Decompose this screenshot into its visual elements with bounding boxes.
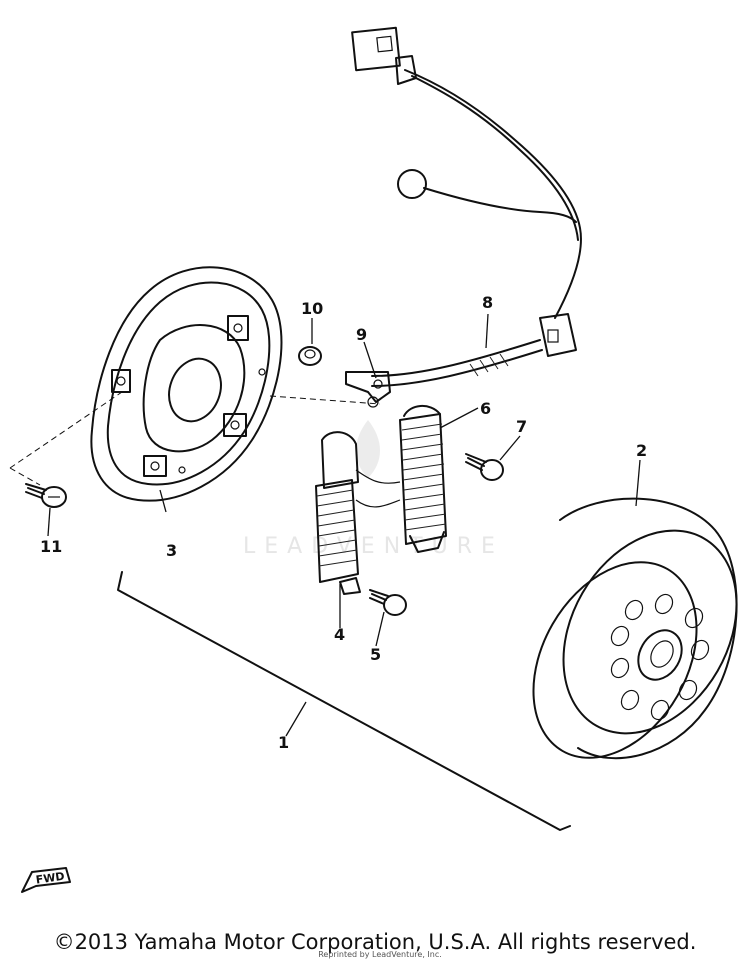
callout-7: 7 [516,417,527,436]
reprint-note: Reprinted by LeadVenture, Inc. [318,950,442,959]
callout-11: 11 [40,537,62,556]
rotor-holes [610,593,710,721]
assembly-bracket-part-1 [117,571,571,831]
nut-part-10 [298,346,322,366]
source-coil-part-6 [399,405,447,553]
watermark: LEADVENTURE [243,420,504,559]
callout-4: 4 [334,625,345,644]
screw-part-5 [369,589,407,616]
callout-numbers: 10 9 8 6 7 2 3 11 4 5 1 [40,293,647,752]
fwd-label: FWD [35,870,65,887]
watermark-text: LEADVENTURE [243,534,504,559]
copyright-notice: ©2013 Yamaha Motor Corporation, U.S.A. A… [53,930,697,954]
wire-harness [351,26,582,357]
charge-coil-part-4 [315,431,401,595]
leader-lines [47,313,641,737]
callout-8: 8 [482,293,493,312]
alignment-lines [9,391,381,486]
rotor-flywheel-part-2 [532,497,738,760]
watermark-flame-icon [356,420,380,478]
stator-base-plate-part-3 [90,266,283,502]
callout-1: 1 [278,733,289,752]
callout-9: 9 [356,325,367,344]
callout-10: 10 [301,299,323,318]
lead-wire-part-8 [371,339,543,387]
callout-6: 6 [480,399,491,418]
screw-part-7 [465,453,504,481]
callout-2: 2 [636,441,647,460]
callout-3: 3 [166,541,177,560]
clamp-part-9 [345,371,391,408]
screw-part-11 [25,483,67,508]
fwd-arrow-icon: FWD [21,867,71,893]
callout-5: 5 [370,645,381,664]
